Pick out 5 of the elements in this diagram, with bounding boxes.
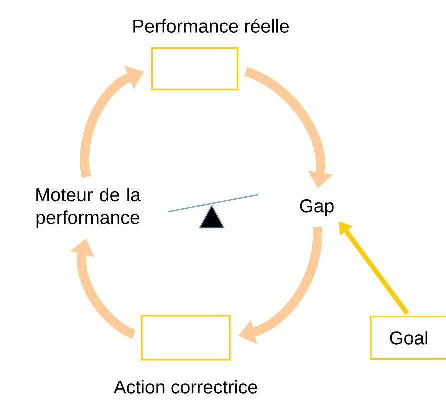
node-label: Moteur de la performance — [36, 188, 141, 228]
node-label: Gap — [300, 200, 334, 216]
goal-box: Goal — [370, 316, 446, 360]
box-heading: Performance réelle — [134, 19, 289, 33]
box-heading: Action correctrice — [114, 380, 258, 394]
